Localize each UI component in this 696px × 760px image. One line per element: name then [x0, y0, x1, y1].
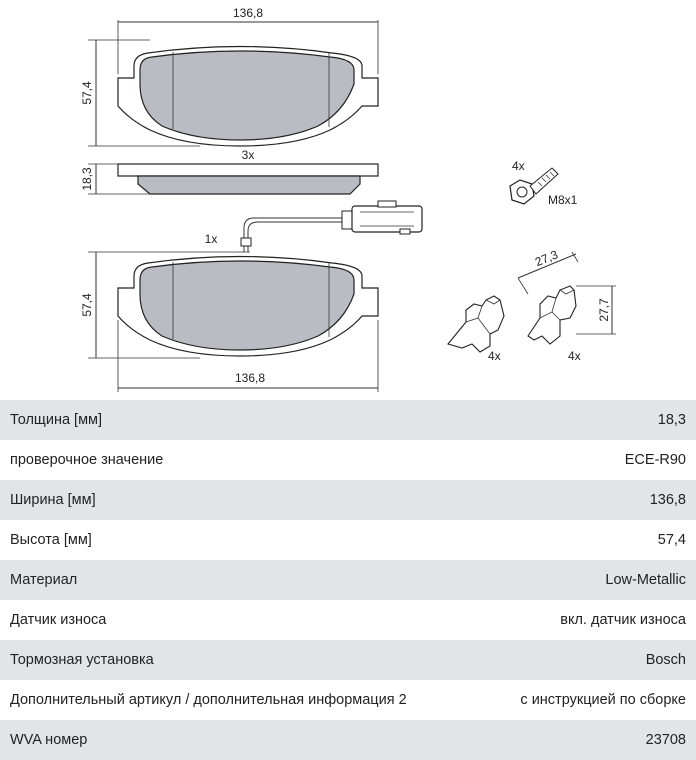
- bottom-height-label: 57,4: [80, 293, 94, 317]
- bottom-pad-front-view: [117, 255, 379, 357]
- spec-row: WVA номер 23708: [0, 720, 696, 760]
- spec-row: Дополнительный артикул / дополнительная …: [0, 680, 696, 720]
- top-width-dimension: 136,8: [117, 6, 379, 74]
- wear-sensor: 1x: [205, 200, 423, 252]
- spec-value: 57,4: [657, 532, 686, 548]
- plain-pad-qty: 3x: [242, 148, 255, 162]
- specifications-table: Толщина [мм] 18,3 проверочное значение ECE-…: [0, 400, 696, 760]
- spec-label: Высота [мм]: [10, 532, 92, 548]
- spec-value: Low-Metallic: [605, 572, 686, 588]
- spec-label: Дополнительный артикул / дополнительная …: [10, 692, 407, 708]
- top-height-dimension: 57,4: [80, 39, 200, 147]
- spec-label: Толщина [мм]: [10, 412, 103, 428]
- top-width-label: 136,8: [233, 6, 263, 20]
- right-clip-icon: 4x: [527, 285, 581, 363]
- pad-side-view: 3x: [117, 148, 379, 195]
- spec-value: вкл. датчик износа: [560, 612, 686, 628]
- bottom-width-dimension: 136,8: [117, 320, 379, 392]
- spec-label: проверочное значение: [10, 452, 164, 468]
- spec-label: Датчик износа: [10, 612, 107, 628]
- spec-value: с инструкцией по сборке: [520, 692, 686, 708]
- spec-label: WVA номер: [10, 732, 88, 748]
- spec-row: Ширина [мм] 136,8: [0, 480, 696, 520]
- clip-dim-b-label: 27,7: [597, 298, 611, 322]
- thickness-dimension: 18,3: [80, 163, 150, 195]
- left-clip-icon: 4x: [447, 295, 505, 363]
- sensor-pad-qty: 1x: [205, 232, 218, 246]
- bolt-qty: 4x: [512, 159, 525, 173]
- clip-dimension-b: 27,7: [576, 285, 616, 335]
- spec-row: Датчик износа вкл. датчик износа: [0, 600, 696, 640]
- technical-drawing: 136,8 57,4 3x 18,3 1x: [80, 6, 616, 392]
- spec-row: Высота [мм] 57,4: [0, 520, 696, 560]
- spec-label: Тормозная установка: [10, 652, 154, 668]
- spec-value: ECE-R90: [624, 452, 686, 468]
- thickness-label: 18,3: [80, 167, 94, 191]
- spec-label: Ширина [мм]: [10, 492, 96, 508]
- spec-row: Толщина [мм] 18,3: [0, 400, 696, 440]
- bolt-icon: 4x M8x1: [509, 159, 578, 207]
- spec-row: Материал Low-Metallic: [0, 560, 696, 600]
- spec-value: 23708: [645, 732, 686, 748]
- spec-row: проверочное значение ECE-R90: [0, 440, 696, 480]
- top-height-label: 57,4: [80, 81, 94, 105]
- top-pad-front-view: [117, 45, 379, 147]
- spec-value: 136,8: [649, 492, 686, 508]
- spec-label: Материал: [10, 572, 78, 588]
- bottom-height-dimension: 57,4: [80, 251, 250, 359]
- right-clip-qty: 4x: [568, 349, 581, 363]
- left-clip-qty: 4x: [488, 349, 501, 363]
- bolt-thread: M8x1: [548, 193, 578, 207]
- spec-value: 18,3: [657, 412, 686, 428]
- spec-value: Bosch: [645, 652, 686, 668]
- spec-row: Тормозная установка Bosch: [0, 640, 696, 680]
- bottom-width-label: 136,8: [235, 371, 265, 385]
- clip-dimension-a: 27,3: [517, 247, 579, 295]
